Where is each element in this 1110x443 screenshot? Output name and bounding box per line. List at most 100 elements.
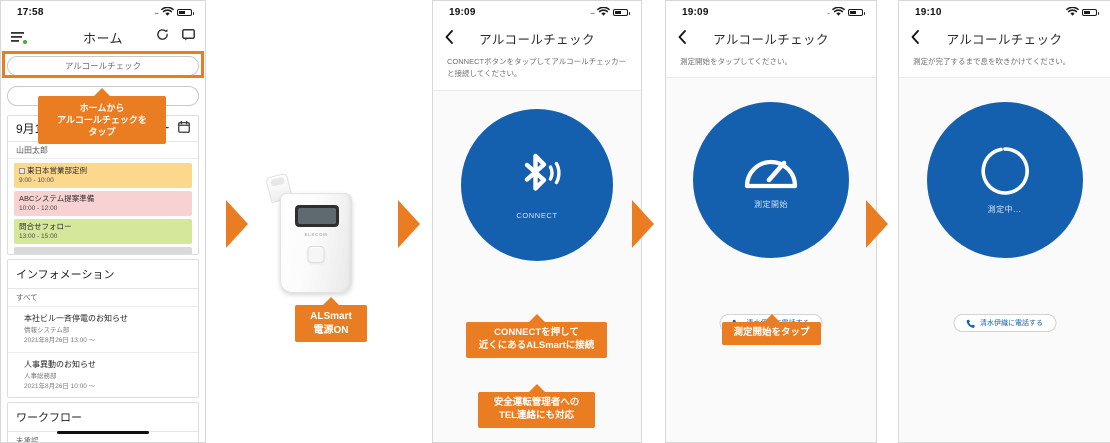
- instruction-text: 測定が完了するまで息を吹きかけてください。: [899, 53, 1110, 79]
- status-bar: 19:09 ..: [666, 1, 876, 23]
- back-chevron-icon[interactable]: [445, 29, 453, 47]
- bluetooth-icon: [524, 153, 561, 191]
- signal-dots-icon: ....: [154, 8, 159, 16]
- workflow-heading: ワークフロー: [8, 403, 198, 433]
- instruction-text: 測定開始をタップしてください。: [666, 53, 876, 79]
- connect-button-label: CONNECT: [516, 210, 558, 220]
- check-app-header: アルコールチェック: [433, 23, 641, 53]
- instruction-text: CONNECTボタンをタップしてアルコールチェッカーと接続してください。: [433, 53, 641, 91]
- information-filter[interactable]: すべて: [8, 289, 198, 308]
- alcohol-check-button[interactable]: アルコールチェック: [7, 56, 199, 76]
- flow-arrow: [226, 200, 248, 248]
- device-brand-label: ELECOM: [304, 232, 328, 237]
- news-title: 本社ビル一斉停電のお知らせ: [24, 314, 128, 324]
- gauge-icon: [744, 160, 798, 189]
- measure-start-label: 測定開始: [754, 200, 788, 210]
- status-time: 19:10: [915, 6, 942, 18]
- callout-line: 近くにあるALSmartに接続: [478, 339, 595, 351]
- wifi-icon: [1066, 7, 1079, 16]
- status-indicators: ....: [154, 7, 194, 17]
- message-icon[interactable]: [182, 28, 195, 46]
- status-bar: 19:09 ....: [433, 1, 641, 23]
- callout-line: CONNECTを押して: [494, 327, 579, 338]
- list-menu-icon[interactable]: [11, 31, 27, 44]
- list-item[interactable]: ABCシステム提案準備 10:00 - 12:00: [14, 191, 192, 217]
- home-app-header: ホーム: [1, 23, 205, 51]
- flow-arrow: [866, 200, 888, 248]
- connect-button[interactable]: CONNECT: [461, 108, 613, 261]
- home-indicator: [57, 431, 149, 434]
- measure-start-button[interactable]: 測定開始: [693, 102, 849, 259]
- refresh-icon[interactable]: [156, 28, 169, 46]
- battery-icon: [177, 8, 194, 16]
- call-manager-button[interactable]: 清水伊織に電話する: [953, 314, 1056, 333]
- callout-line: 安全運転管理者への: [493, 397, 580, 408]
- flow-arrow: [632, 200, 654, 248]
- back-chevron-icon[interactable]: [678, 29, 686, 47]
- schedule-item-time: 13:00 - 15:00: [19, 233, 58, 241]
- callout-line: アルコールチェックを: [57, 115, 147, 126]
- page-title: アルコールチェック: [479, 32, 595, 47]
- spinner-icon: [980, 147, 1029, 196]
- phone-screen-connect: 19:09 .... アルコールチェック CONNECTボタンをタップしてアルコ…: [432, 0, 642, 443]
- news-dept: 情報システム部: [24, 327, 70, 335]
- callout-line: タップ: [88, 127, 116, 138]
- signal-dots-icon: ..: [827, 8, 830, 16]
- home-header-actions: [156, 28, 195, 46]
- news-date: 2021年8月26日 10:00 〜: [24, 382, 96, 390]
- notification-dot: [23, 40, 27, 44]
- information-heading: インフォメーション: [8, 260, 198, 290]
- status-indicators: ....: [590, 7, 630, 17]
- wifi-icon: [832, 7, 845, 16]
- schedule-item-title: ABCシステム提案準備: [19, 194, 95, 204]
- battery-icon: [848, 8, 865, 16]
- news-date: 2021年8月26日 13:00 〜: [24, 337, 96, 345]
- back-chevron-icon[interactable]: [911, 29, 919, 47]
- callout-measure-tap: 測定開始をタップ: [722, 314, 821, 345]
- measuring-indicator: 測定中...: [926, 102, 1083, 259]
- schedule-item-time: 9:00 - 10:00: [19, 177, 54, 185]
- callout-connect-tel: 安全運転管理者への TEL連絡にも対応: [478, 384, 595, 428]
- battery-icon: [1082, 8, 1099, 16]
- list-item[interactable]: 人事異動のお知らせ 人事総務部 2021年8月26日 10:00 〜: [8, 353, 198, 398]
- phone-icon: [966, 319, 975, 328]
- page-title: ホーム: [82, 30, 124, 46]
- schedule-item-time: 10:00 - 12:00: [19, 205, 58, 213]
- callout-line: ホームから: [79, 103, 125, 113]
- status-bar: 17:58 ....: [1, 1, 205, 23]
- measuring-label: 測定中...: [987, 205, 1022, 215]
- schedule-user: 山田太郎: [8, 142, 198, 159]
- measure-start-body: 測定開始 清水伊織に電話する: [666, 78, 876, 442]
- measuring-body: 測定中... 清水伊織に電話する: [899, 78, 1110, 442]
- status-indicators: ..: [827, 7, 865, 17]
- callout-line: 電源ON: [313, 324, 349, 336]
- calendar-icon[interactable]: [178, 120, 190, 138]
- callout-line: TEL連絡にも対応: [499, 409, 574, 421]
- signal-dots-icon: ....: [590, 8, 595, 16]
- callout-line: 測定開始をタップ: [733, 327, 810, 338]
- check-app-header: アルコールチェック: [666, 23, 876, 53]
- device-screen: [295, 205, 339, 227]
- alsmart-device-illustration: ELECOM: [258, 172, 374, 295]
- status-indicators: [1066, 7, 1099, 17]
- news-dept: 人事総務部: [24, 372, 57, 380]
- list-item[interactable]: 東日本営業部定例 9:00 - 10:00: [14, 163, 192, 189]
- battery-icon: [613, 8, 630, 16]
- phone-screen-measuring: 19:10 アルコールチェック 測定が完了するまで息を吹きかけてください。: [898, 0, 1110, 443]
- phone-screen-measure-start: 19:09 .. アルコールチェック 測定開始をタップしてください。: [665, 0, 877, 443]
- alcohol-check-button-wrap: アルコールチェック: [1, 51, 205, 81]
- list-item[interactable]: 本社ビル一斉停電のお知らせ 情報システム部 2021年8月26日 13:00 〜: [8, 307, 198, 353]
- check-app-header: アルコールチェック: [899, 23, 1110, 53]
- recurring-icon: [19, 168, 25, 175]
- device-power-button[interactable]: [307, 246, 325, 263]
- schedule-item-title: 問合せフォロー: [19, 222, 72, 232]
- wifi-icon: [597, 7, 610, 16]
- list-item[interactable]: 問合せフォロー 13:00 - 15:00: [14, 219, 192, 245]
- workflow-status: 未承認: [16, 436, 39, 443]
- status-bar: 19:10: [899, 1, 1110, 23]
- callout-home-tap: ホームから アルコールチェックを タップ: [38, 88, 166, 145]
- schedule-items: 東日本営業部定例 9:00 - 10:00 ABCシステム提案準備 10:00 …: [8, 159, 198, 255]
- status-time: 17:58: [17, 6, 44, 18]
- status-time: 19:09: [449, 6, 476, 18]
